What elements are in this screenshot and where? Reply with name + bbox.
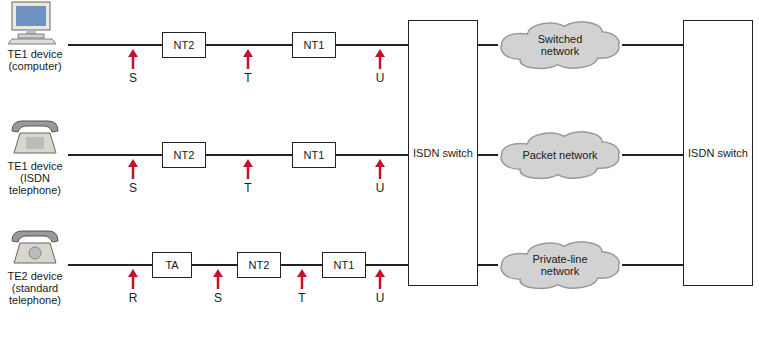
equipment-box: TA [152,252,192,278]
equipment-box: NT2 [162,32,206,58]
reference-point-label: S [129,182,137,195]
reference-point-label: U [376,292,385,305]
node-label: TE1 device (ISDN telephone) [2,160,68,196]
node-label: ISDN switch [688,147,748,159]
connector-line [206,44,292,46]
connector-line [206,154,292,156]
equipment-box: NT1 [292,142,336,168]
terminal-device: TE2 device (standard telephone) [2,222,68,308]
reference-point-label: T [244,72,251,85]
reference-point-label: S [214,292,222,305]
reference-point-label: U [376,72,385,85]
node-label: NT1 [304,39,325,51]
node-label: NT1 [334,259,355,271]
node-label: Packet network [522,149,597,161]
network-cloud: Private-line network [498,236,622,294]
equipment-box: NT1 [322,252,366,278]
equipment-box: ISDN switch [683,20,753,286]
connector-line [68,154,162,156]
reference-point-label: T [244,182,251,195]
node-label: Private-line network [521,253,599,277]
node-label: TE2 device (standard telephone) [2,270,68,306]
reference-point-label: U [376,182,385,195]
node-label: NT1 [304,149,325,161]
connector-line [622,44,683,46]
equipment-box: NT2 [237,252,281,278]
isdn-telephone-icon [12,121,58,153]
node-label: TA [165,259,178,271]
connector-line [622,154,683,156]
node-label: NT2 [249,259,270,271]
connector-line [622,264,683,266]
connector-line [366,264,408,266]
connector-line [192,264,237,266]
network-cloud: Packet network [498,126,622,184]
reference-point-label: T [298,292,305,305]
reference-point-arrows [128,49,385,289]
connector-line [336,44,408,46]
terminal-device: TE1 device (ISDN telephone) [2,112,68,198]
node-label: Switched network [521,33,599,57]
standard-telephone-icon [12,231,58,263]
connector-line [336,154,408,156]
connector-line [478,264,498,266]
terminal-device: TE1 device (computer) [2,0,68,74]
equipment-box: NT2 [162,142,206,168]
node-label: ISDN switch [413,147,473,159]
computer-icon [8,2,56,44]
connector-line [478,154,498,156]
equipment-box: NT1 [292,32,336,58]
connector-line [68,44,162,46]
connector-line [478,44,498,46]
network-cloud: Switched network [498,16,622,74]
reference-point-label: R [129,292,138,305]
node-label: NT2 [174,149,195,161]
equipment-box: ISDN switch [408,20,478,286]
reference-point-label: S [129,72,137,85]
connector-line [281,264,322,266]
node-label: NT2 [174,39,195,51]
connector-line [68,264,152,266]
node-label: TE1 device (computer) [2,48,68,72]
